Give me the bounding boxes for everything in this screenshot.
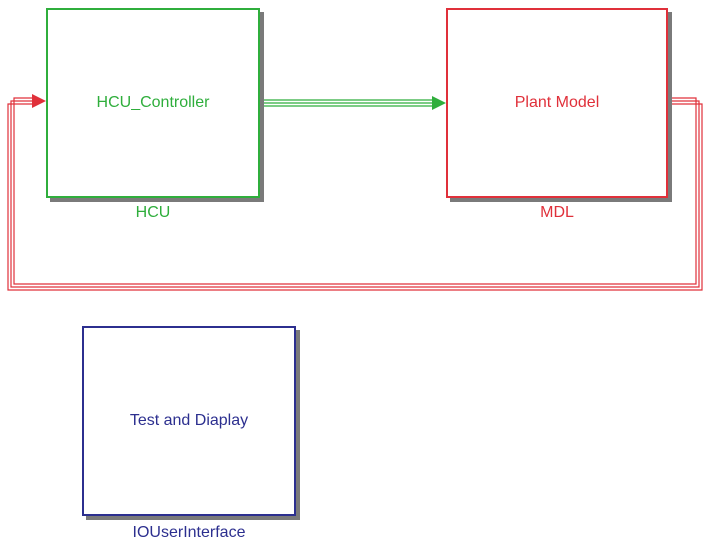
bus-plant-to-hcu[interactable] xyxy=(7,97,703,291)
arrowhead-plant-input xyxy=(432,96,446,110)
io-user-interface-block[interactable]: Test and Diaplay xyxy=(82,326,296,516)
hcu-block-label: HCU_Controller xyxy=(96,94,210,111)
arrowhead-hcu-input xyxy=(32,94,46,108)
io-block-caption: IOUserInterface xyxy=(132,524,246,541)
bus-hcu-to-plant[interactable] xyxy=(260,99,434,107)
plant-block-caption: MDL xyxy=(540,204,574,221)
io-block-label: Test and Diaplay xyxy=(129,412,249,429)
plant-model-block[interactable]: Plant Model xyxy=(446,8,668,198)
hcu-block-caption: HCU xyxy=(135,204,171,221)
hcu-controller-block[interactable]: HCU_Controller xyxy=(46,8,260,198)
plant-block-label: Plant Model xyxy=(514,94,600,111)
